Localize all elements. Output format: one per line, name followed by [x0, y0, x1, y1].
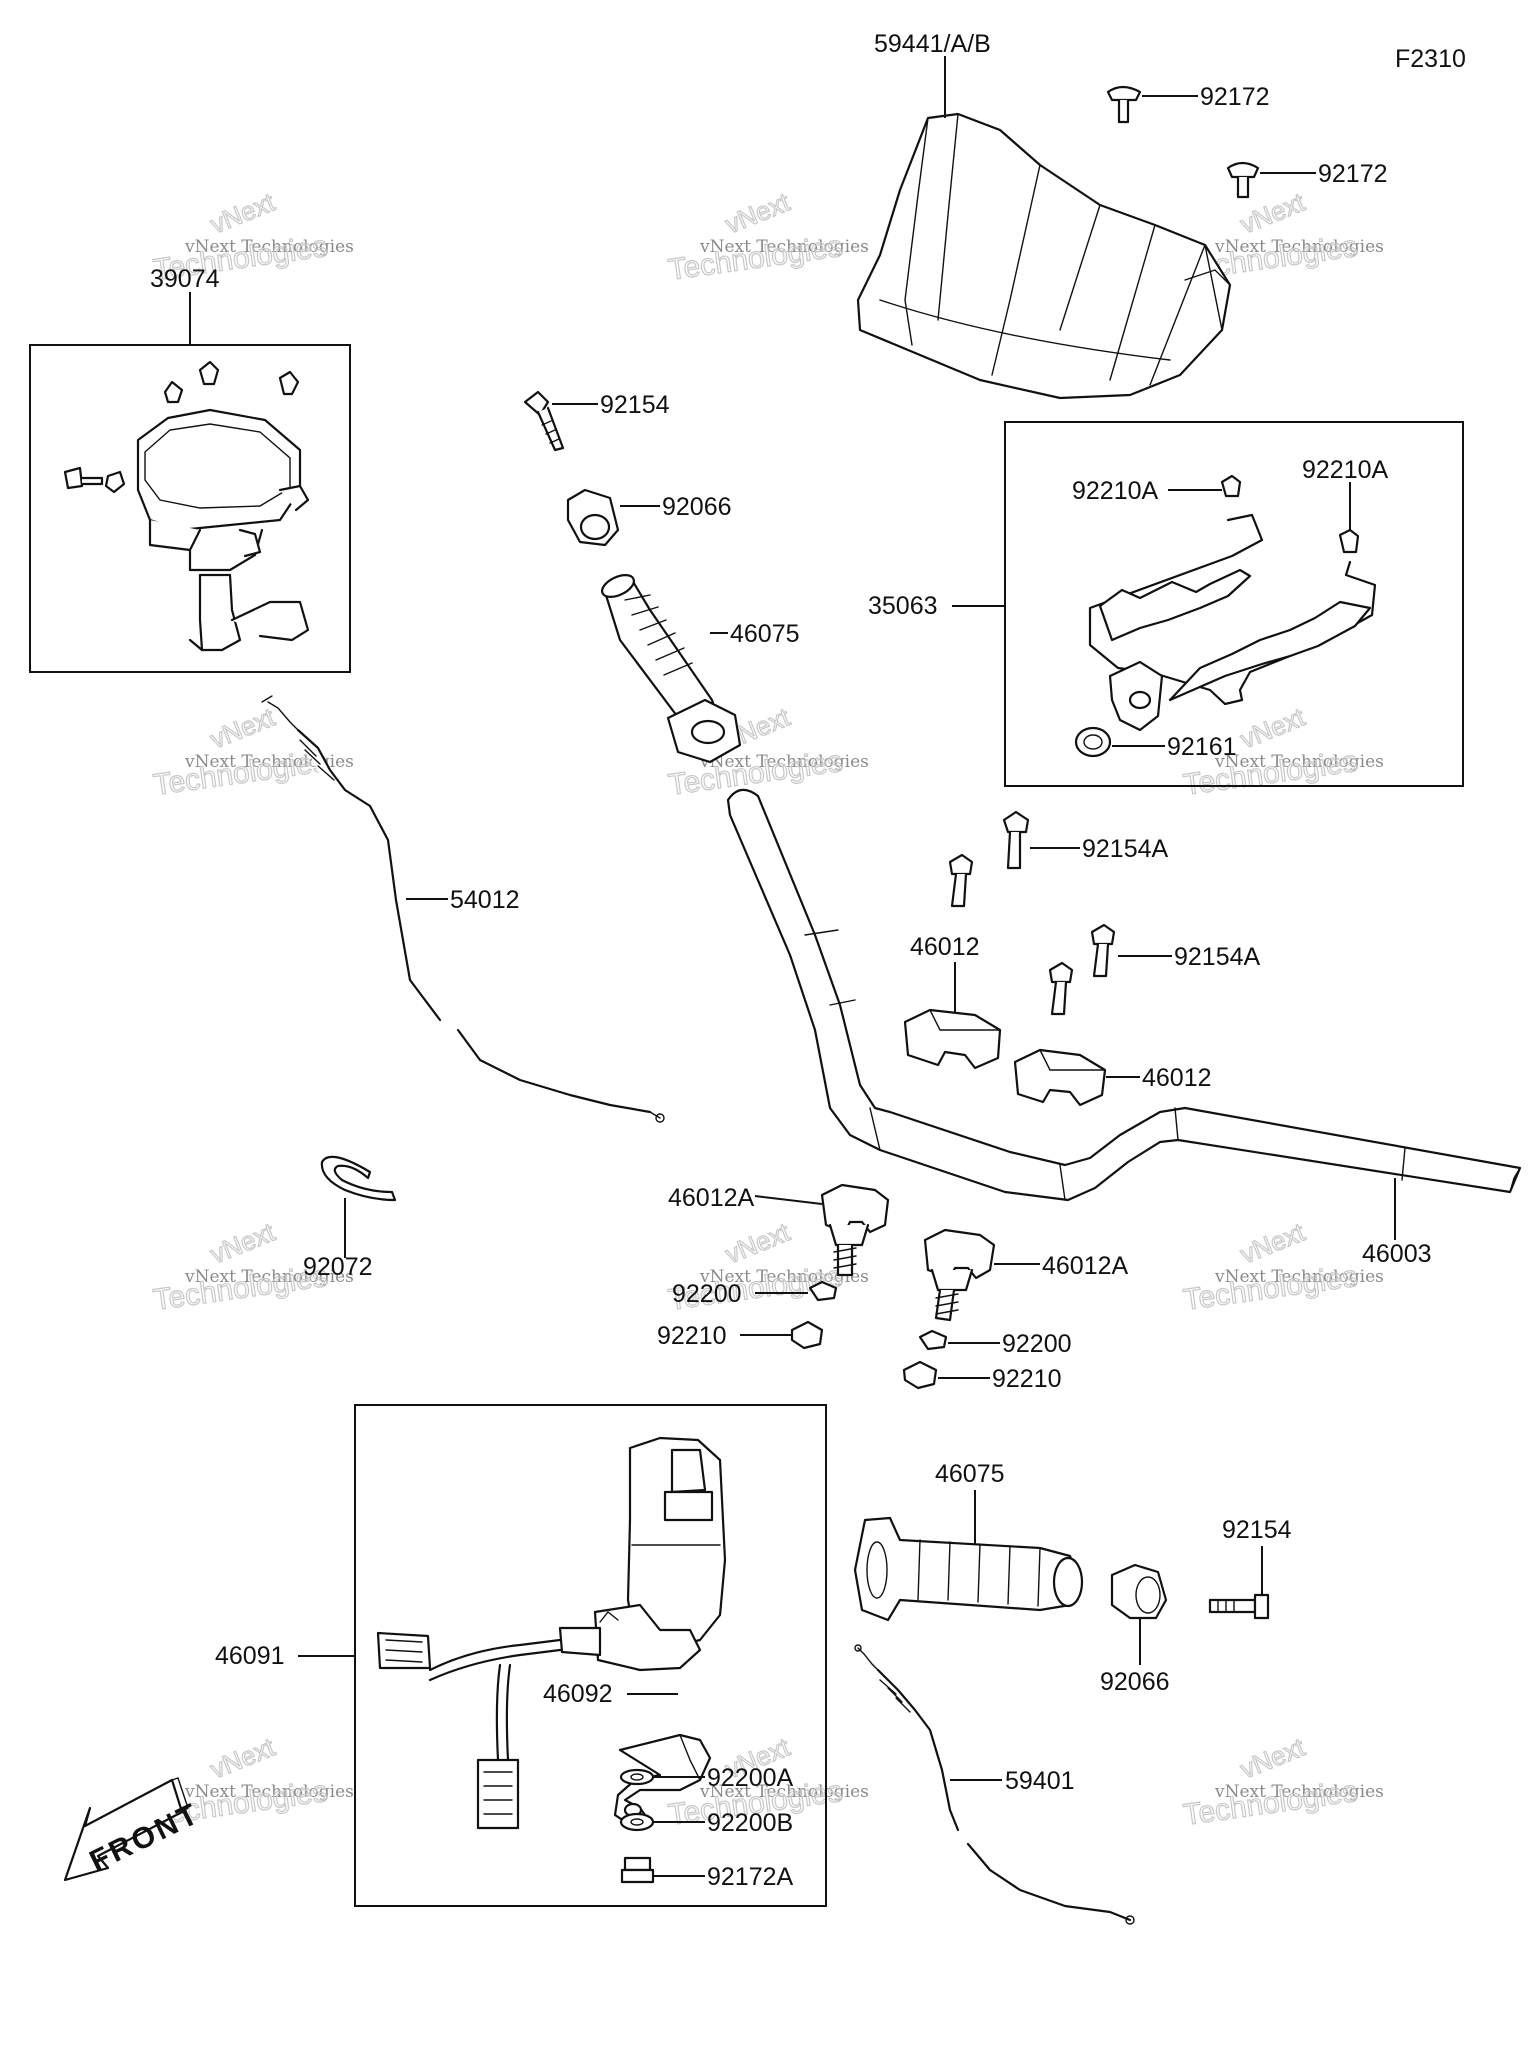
svg-text:vNext Technologies: vNext Technologies	[184, 237, 354, 257]
svg-text:vNext Technologies: vNext Technologies	[184, 1782, 354, 1802]
nut-part[interactable]	[902, 1360, 938, 1390]
svg-text:vNext Technologies: vNext Technologies	[1214, 752, 1384, 772]
switch-assy-part[interactable]	[376, 1436, 727, 1830]
label-bracket[interactable]: 35063	[868, 592, 938, 620]
svg-text:vNext Technologies: vNext Technologies	[1214, 1782, 1384, 1802]
holder-lower-part[interactable]	[820, 1183, 890, 1277]
svg-text:vNext: vNext	[206, 187, 280, 240]
label-lever[interactable]: 46092	[543, 1680, 613, 1708]
label-bolt-grip-end[interactable]: 92154	[600, 391, 670, 419]
grommet-part[interactable]	[1074, 726, 1112, 758]
svg-text:vNext Technologies: vNext Technologies	[699, 752, 869, 772]
upper-grip-part[interactable]	[599, 571, 742, 764]
label-bolt-a-1[interactable]: 92154A	[1082, 835, 1169, 863]
label-meter-assy[interactable]: 39074	[150, 265, 220, 293]
label-windshield[interactable]: 59441/A/B	[874, 30, 991, 58]
svg-text:vNext: vNext	[1236, 1732, 1310, 1785]
holder-lower-part[interactable]	[923, 1228, 996, 1322]
cable-59401-part[interactable]	[854, 1644, 1135, 1925]
label-switch-assy[interactable]: 46091	[215, 1642, 285, 1670]
handlebar-part[interactable]	[726, 788, 1522, 1202]
leader-line	[754, 1195, 823, 1205]
bolt-a-part[interactable]	[1048, 923, 1116, 1016]
label-bolt-lower[interactable]: 92154	[1222, 1516, 1292, 1544]
label-nut-a[interactable]: 92210A	[1072, 477, 1159, 505]
grip-end-weight-part[interactable]	[566, 488, 620, 547]
svg-text:vNext: vNext	[206, 702, 280, 755]
washer-a-part[interactable]	[619, 1768, 655, 1786]
screw-part[interactable]	[1106, 85, 1142, 124]
label-nut-a-2[interactable]: 92210A	[1302, 456, 1389, 484]
svg-text:vNext: vNext	[1236, 702, 1310, 755]
watermark: vNext vNext Technologies Technologies	[666, 186, 869, 288]
label-nut-1[interactable]: 92210	[657, 1322, 727, 1350]
watermark: vNext vNext Technologies Technologies	[1181, 1731, 1384, 1833]
svg-text:vNext: vNext	[1236, 1217, 1310, 1270]
label-washer-1[interactable]: 92200	[672, 1280, 742, 1308]
label-washer-2[interactable]: 92200	[1002, 1330, 1072, 1358]
watermark: vNext vNext Technologies Technologies	[151, 701, 354, 803]
label-nut-2[interactable]: 92210	[992, 1365, 1062, 1393]
screw-a-part[interactable]	[620, 1856, 655, 1884]
svg-text:vNext: vNext	[206, 1217, 280, 1270]
svg-text:vNext Technologies: vNext Technologies	[699, 237, 869, 257]
throttle-cable-part[interactable]	[261, 695, 665, 1123]
washer-part[interactable]	[918, 1329, 948, 1351]
bracket-part[interactable]	[1088, 474, 1377, 732]
label-holder-lower-2[interactable]: 46012A	[1042, 1252, 1129, 1280]
label-screw-a[interactable]: 92172A	[707, 1863, 794, 1891]
screw-part[interactable]	[1226, 161, 1260, 199]
label-weight-end[interactable]: 92066	[662, 493, 732, 521]
label-holder-lower-1[interactable]: 46012A	[668, 1184, 755, 1212]
label-handlebar[interactable]: 46003	[1362, 1240, 1432, 1268]
label-weight-lower[interactable]: 92066	[1100, 1668, 1170, 1696]
svg-text:vNext Technologies: vNext Technologies	[184, 1267, 354, 1287]
washer-b-part[interactable]	[619, 1812, 655, 1832]
svg-text:vNext: vNext	[206, 1732, 280, 1785]
label-cable-59401[interactable]: 59401	[1005, 1767, 1075, 1795]
meter-assy-part[interactable]	[63, 360, 310, 652]
label-washer-b[interactable]: 92200B	[707, 1809, 793, 1837]
label-cable-54012[interactable]: 54012	[450, 886, 520, 914]
svg-text:vNext Technologies: vNext Technologies	[1214, 1267, 1384, 1287]
label-clamp[interactable]: 92072	[303, 1253, 373, 1281]
label-screw-top[interactable]: 92172	[1200, 83, 1270, 111]
label-screw-top-2[interactable]: 92172	[1318, 160, 1388, 188]
lower-bolt-part[interactable]	[1208, 1593, 1270, 1620]
svg-text:vNext Technologies: vNext Technologies	[1214, 237, 1384, 257]
clamp-part[interactable]	[320, 1155, 397, 1202]
label-grommet[interactable]: 92161	[1167, 733, 1237, 761]
label-holder-upper-1[interactable]: 46012	[910, 933, 980, 961]
svg-text:vNext Technologies: vNext Technologies	[699, 1267, 869, 1287]
label-washer-a[interactable]: 92200A	[707, 1764, 794, 1792]
label-grip-upper[interactable]: 46075	[730, 620, 800, 648]
bracket-box	[1004, 421, 1464, 787]
washer-part[interactable]	[808, 1280, 838, 1302]
nut-part[interactable]	[790, 1320, 824, 1350]
holder-upper-part[interactable]	[903, 1008, 1002, 1070]
watermark-group: vNext vNext Technologies Technologies vN…	[151, 186, 1384, 1833]
svg-text:vNext: vNext	[721, 1217, 795, 1270]
label-bolt-a-2[interactable]: 92154A	[1174, 943, 1261, 971]
windshield-part[interactable]	[856, 112, 1232, 400]
grip-end-bolt-part[interactable]	[523, 390, 565, 452]
lower-grip-part[interactable]	[853, 1516, 1084, 1622]
svg-text:vNext: vNext	[721, 187, 795, 240]
lower-weight-part[interactable]	[1110, 1563, 1168, 1620]
watermark: vNext vNext Technologies Technologies	[1181, 1216, 1384, 1318]
holder-upper-part[interactable]	[1013, 1048, 1107, 1107]
label-grip-lower[interactable]: 46075	[935, 1460, 1005, 1488]
meter-assy-box	[29, 344, 351, 673]
label-holder-upper-2[interactable]: 46012	[1142, 1064, 1212, 1092]
bolt-a-part[interactable]	[948, 810, 1030, 908]
figure-code: F2310	[1395, 45, 1466, 73]
